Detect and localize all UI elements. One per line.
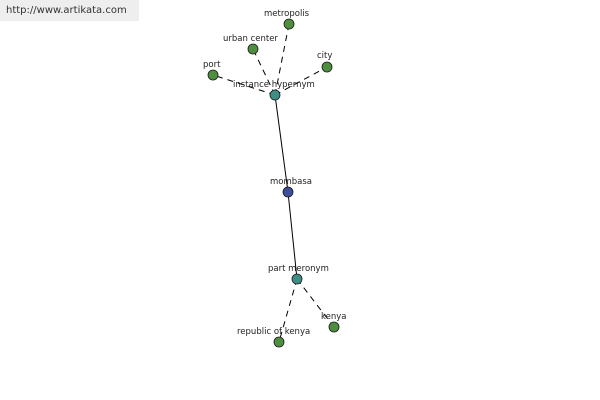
node-part-meronym[interactable] xyxy=(291,273,303,285)
label-mombasa: mombasa xyxy=(270,177,312,187)
node-republic-of-kenya[interactable] xyxy=(273,336,285,348)
node-urban-center[interactable] xyxy=(247,43,259,55)
label-port: port xyxy=(203,60,221,70)
label-part-meronym: part meronym xyxy=(268,264,329,274)
label-urban-center: urban center xyxy=(223,34,278,44)
node-city[interactable] xyxy=(321,61,333,73)
nodes xyxy=(207,18,340,348)
node-instance-hypernym[interactable] xyxy=(269,89,281,101)
label-instance-hypernym: instance hypernym xyxy=(233,80,315,90)
labels: metropolis urban center city port instan… xyxy=(203,9,346,337)
edge-center-hypernym xyxy=(274,94,289,193)
edges xyxy=(212,23,335,343)
label-metropolis: metropolis xyxy=(264,9,310,19)
node-metropolis[interactable] xyxy=(283,18,295,30)
edge-hypernym-city xyxy=(274,66,328,96)
node-mombasa[interactable] xyxy=(282,186,294,198)
edge-center-meronym xyxy=(287,191,298,280)
label-kenya: kenya xyxy=(321,312,346,322)
edge-hypernym-urban-center xyxy=(252,48,276,96)
watermark-url[interactable]: http://www.artikata.com xyxy=(0,0,139,21)
label-city: city xyxy=(317,51,332,61)
node-port[interactable] xyxy=(207,69,219,81)
node-kenya[interactable] xyxy=(328,321,340,333)
edge-hypernym-metropolis xyxy=(274,23,290,96)
label-republic-of-kenya: republic of kenya xyxy=(237,327,310,337)
